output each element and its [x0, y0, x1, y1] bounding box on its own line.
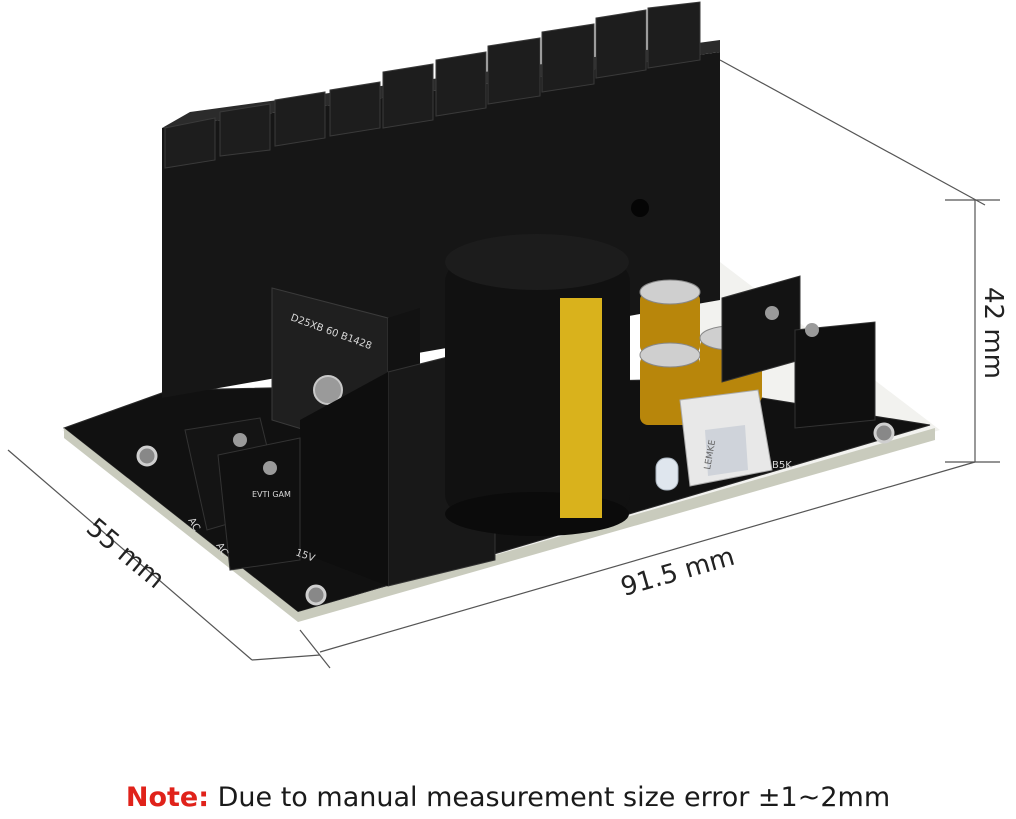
mount-hole-front-right: [305, 584, 327, 606]
right-terminal-block: [721, 275, 876, 429]
measurement-note: Note: Due to manual measurement size err…: [0, 782, 1016, 813]
main-capacitor: [445, 234, 630, 536]
pot-value-marking: B5K: [772, 460, 792, 471]
small-capacitor-1: [639, 279, 701, 354]
potentiometer: LEMKE B5K: [679, 389, 792, 487]
led: [655, 457, 679, 491]
dimension-depth-label: 55 mm: [80, 513, 170, 595]
note-label: Note:: [125, 782, 210, 813]
dimension-height-label: 42 mm: [978, 287, 1008, 379]
left-terminal-block: EVTI GAM AC AC 15V: [184, 417, 316, 571]
capacitor-polarity-band: [560, 298, 602, 518]
mount-hole-front-left: [136, 445, 158, 467]
mount-hole-back-right: [873, 422, 895, 444]
terminal-brand-marking: EVTI GAM: [252, 490, 291, 499]
heatsink: [162, 1, 720, 398]
mounting-holes: [136, 422, 895, 606]
dimension-width-label: 91.5 mm: [618, 542, 739, 603]
mounting-screw: [313, 375, 343, 405]
note-text: Due to manual measurement size error ±1~…: [217, 782, 891, 813]
heatsink-mount-hole: [631, 199, 649, 217]
dimension-lines: [7, 59, 1000, 669]
